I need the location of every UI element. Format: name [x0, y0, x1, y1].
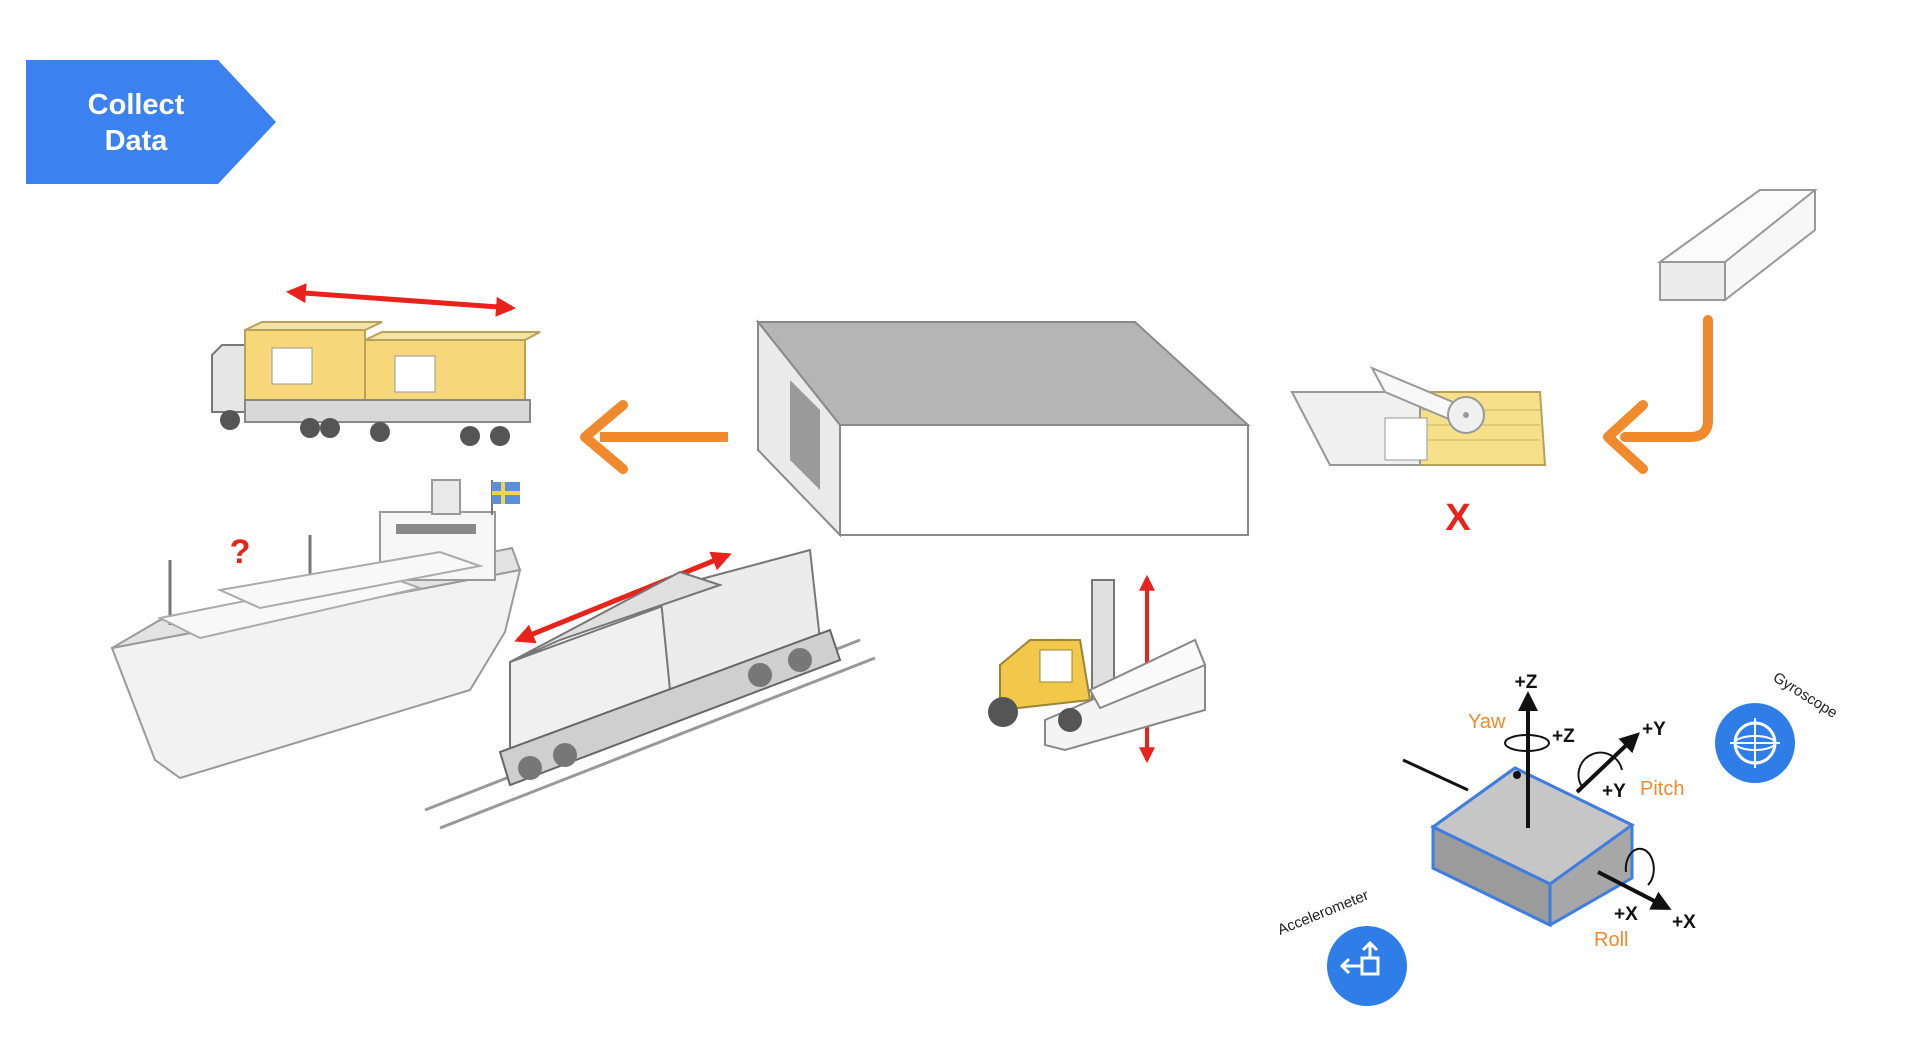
package-illustration [1656, 189, 1818, 301]
truck-illustration [211, 283, 541, 446]
truck-motion-arrow [286, 283, 516, 317]
y-axis-arrow [1575, 732, 1640, 794]
y-inner-label: +Y [1602, 781, 1626, 802]
train-illustration [424, 548, 876, 830]
train-motion-arrow [514, 551, 732, 644]
z-outer-label: +Z [1515, 672, 1538, 693]
warehouse-illustration [755, 319, 1251, 538]
y-outer-label: +Y [1642, 719, 1666, 740]
packing-cross-mark: X [1445, 497, 1471, 539]
x-axis-arrow [1597, 870, 1672, 910]
x-inner-label: +X [1614, 904, 1638, 925]
badge-line-2: Data [105, 125, 169, 157]
accelerometer-icon [1327, 926, 1407, 1006]
x-outer-label: +X [1672, 912, 1696, 933]
gyroscope-sensor: Gyroscope [1715, 669, 1840, 783]
roll-label: Roll [1594, 929, 1628, 951]
yaw-label: Yaw [1468, 711, 1506, 733]
forklift-illustration [988, 574, 1207, 764]
sensor-axes-diagram: +Z +Z +Y +Y +X +X Yaw Pitch Roll [1402, 672, 1696, 951]
ship-illustration: ? [110, 479, 522, 780]
z-inner-label: +Z [1552, 726, 1575, 747]
flow-arrow-to-packing [1603, 315, 1713, 474]
flow-arrow-to-transport [580, 400, 728, 474]
collect-data-badge: Collect Data [26, 60, 276, 184]
packing-illustration: X [1290, 365, 1547, 539]
badge-line-1: Collect [88, 89, 185, 121]
accelerometer-sensor: Accelerometer [1275, 887, 1407, 1006]
ship-question-mark: ? [230, 533, 251, 571]
pitch-label: Pitch [1640, 778, 1684, 800]
